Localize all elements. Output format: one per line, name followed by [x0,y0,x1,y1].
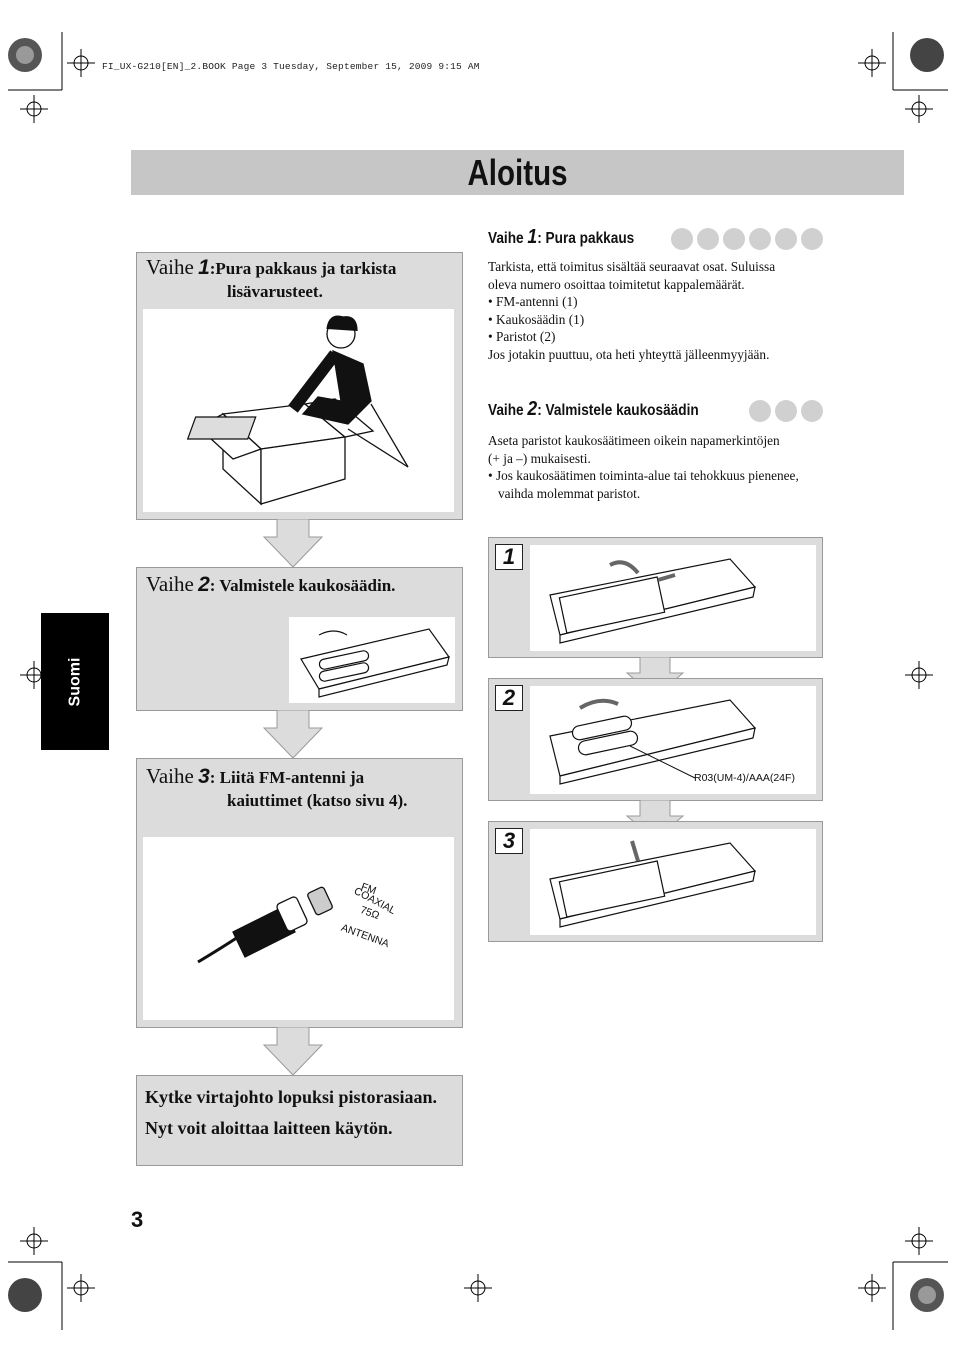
unpacking-illustration [143,309,454,512]
section2-heading: Vaihe 2: Valmistele kaukosäädin [488,398,699,420]
flow-arrow-1 [262,519,324,568]
section1-body: Tarkista, että toimitus sisältää seuraav… [488,258,828,363]
flow-final-line1: Kytke virtajohto lopuksi pistorasiaan. [145,1087,438,1107]
section2-body: Aseta paristot kaukosäätimeen oikein nap… [488,433,799,501]
remote-step2-image [530,686,816,794]
color-bar-circles [8,38,944,1312]
flow-arrow-3 [262,1027,324,1076]
language-tab [41,613,109,750]
flow-final-panel [136,1075,463,1166]
list-item: • Paristot (2) [488,329,556,344]
title-bar [131,150,904,195]
flow-final-line2: Nyt voit aloittaa laitteen käytön. [145,1118,393,1138]
list-item: • Kaukosäädin (1) [488,311,585,327]
remote-step-number-1: 1 [495,544,523,570]
remote-step-number-3: 3 [495,828,523,854]
battery-type-caption: R03(UM-4)/AAA(24F) [694,772,795,784]
section1-heading: Vaihe 1: Pura pakkaus [488,226,635,248]
language-tab-label: Suomi [65,657,83,706]
flow-step2-heading: Vaihe 2: Valmistele kaukosäädin. [146,572,396,597]
page-number: 3 [131,1207,144,1232]
remote-with-batteries-illustration [300,628,451,698]
remote-open-cover-illustration [549,558,757,644]
fm-antenna-connector [197,886,333,964]
remote-step1-image [530,545,816,651]
flow-arrow-2 [262,710,324,759]
remote-insert-batteries-illustration [549,698,757,785]
flow-step3-heading: Vaihe 3: Liitä FM-antenni ja kaiuttimet … [146,764,408,811]
flow-step1-heading: Vaihe 1:Pura pakkaus ja tarkista lisävar… [146,255,397,302]
page-title: Aloitus [467,152,568,193]
remote-close-cover-illustration [549,840,757,928]
book-header-line: FI_UX-G210[EN]_2.BOOK Page 3 Tuesday, Se… [102,61,480,72]
remote-step-number-2: 2 [495,685,523,711]
antenna-illustration [143,837,454,1020]
person-with-box-illustration [186,315,409,506]
section2-dot-rule [749,400,823,422]
remote-thumbnail [289,617,455,703]
remote-step3-image [530,829,816,935]
crosshair-marks [20,49,933,1302]
list-item: • FM-antenni (1) [488,294,578,309]
section1-dot-rule [671,228,823,250]
